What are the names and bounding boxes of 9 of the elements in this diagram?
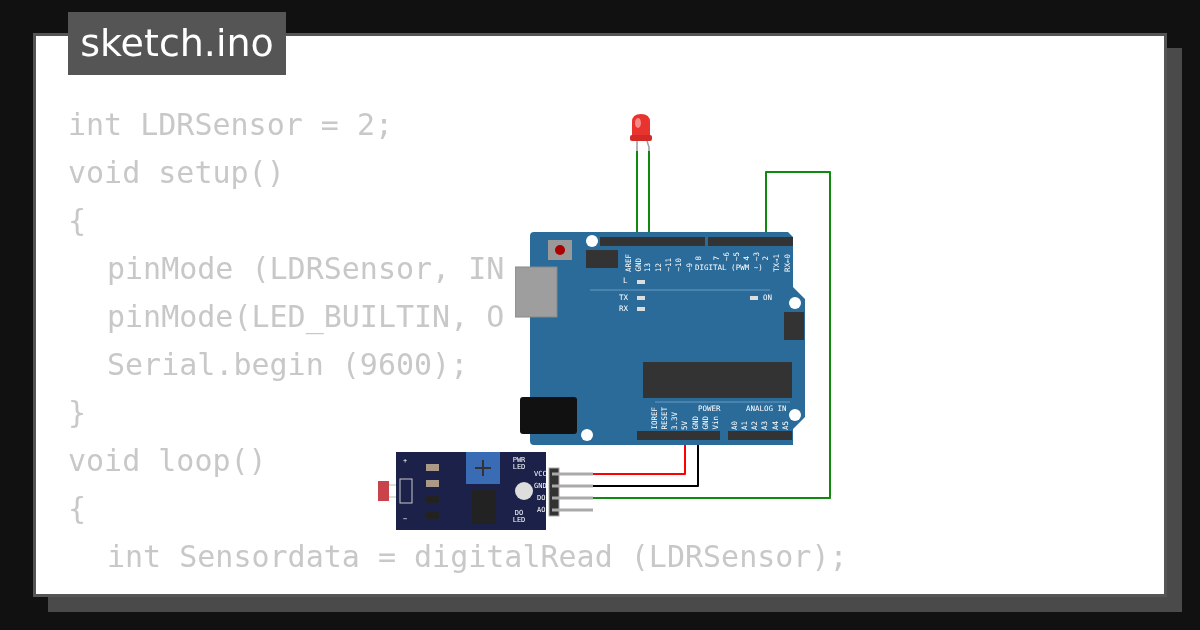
wire bbox=[592, 444, 686, 475]
code-line: } bbox=[68, 395, 87, 431]
file-tab: sketch.ino bbox=[68, 12, 286, 75]
code-line: { bbox=[68, 491, 87, 527]
wire bbox=[592, 444, 699, 487]
wire bbox=[592, 171, 831, 499]
wire bbox=[648, 150, 650, 233]
code-line: { bbox=[68, 203, 87, 239]
wire bbox=[636, 150, 638, 233]
